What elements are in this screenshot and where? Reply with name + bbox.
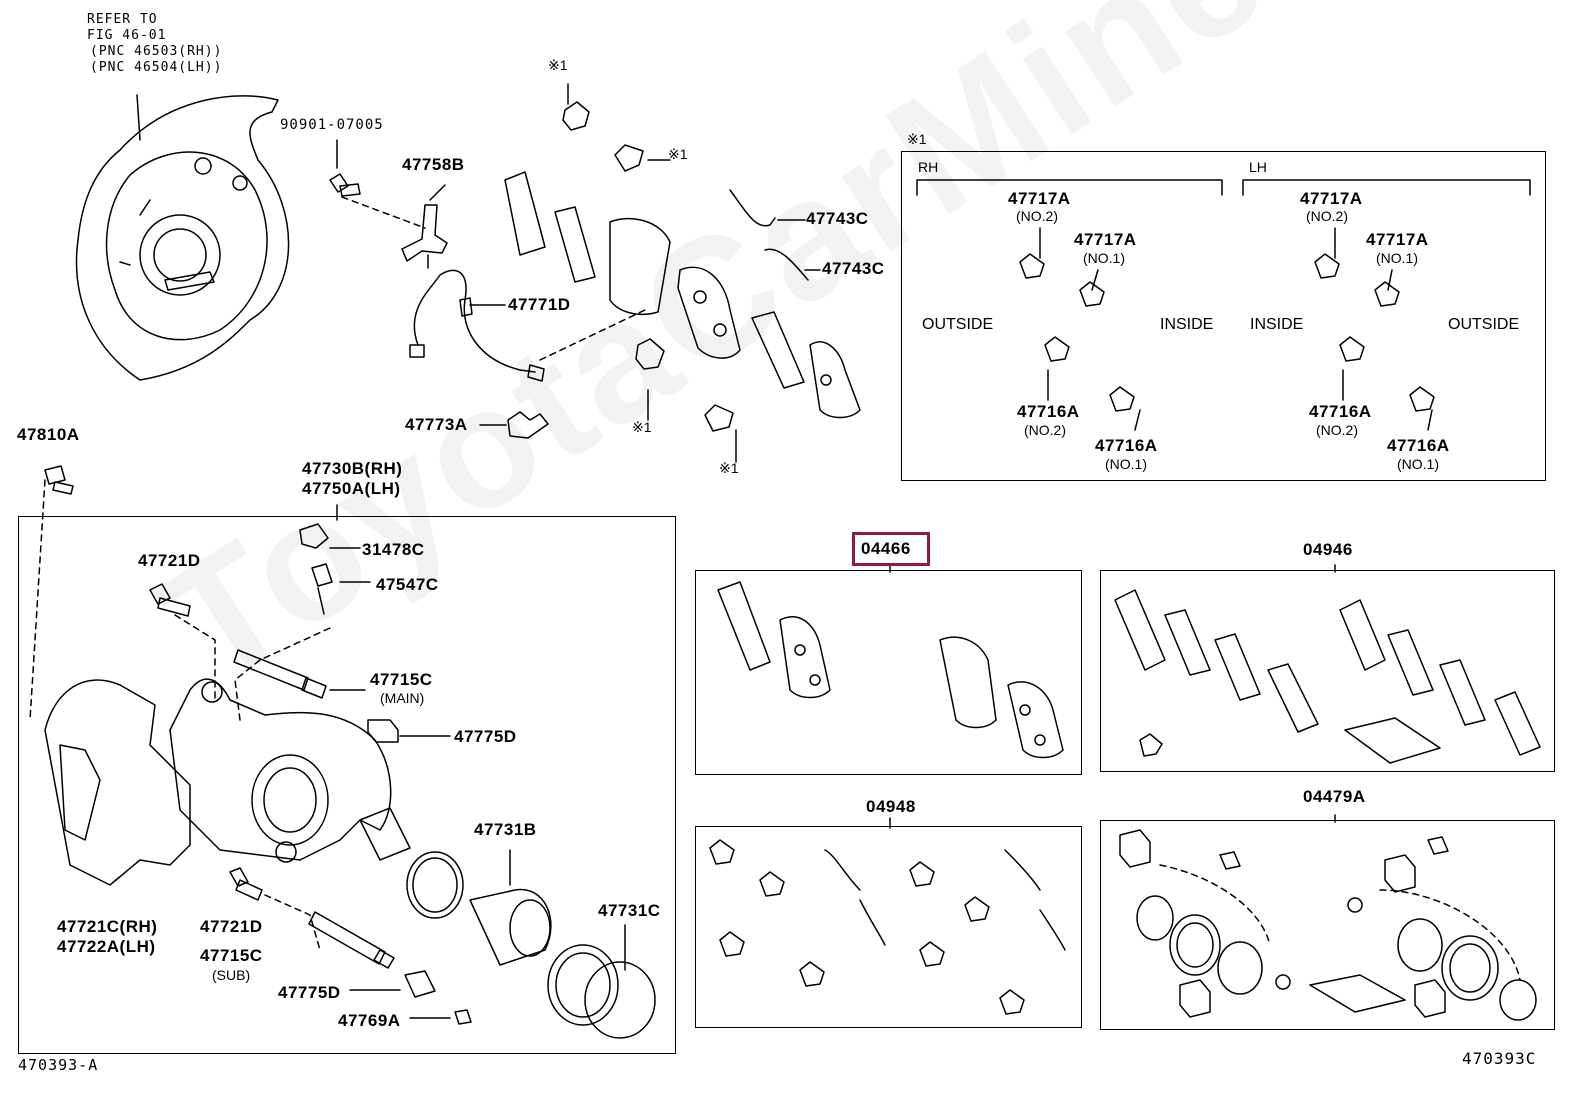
detail-inside-rh: INSIDE [1160,316,1214,333]
footer-right-code: 470393C [1462,1049,1537,1068]
kit-04948-box [695,826,1082,1028]
refer-line-1: REFER TO [87,12,158,27]
part-label-47715c-sub[interactable]: 47715C [200,946,263,965]
part-label-47721d-1[interactable]: 47721D [138,551,201,570]
refer-line-4: (PNC 46504(LH)) [90,60,223,75]
detail-no1-rh-top: (NO.1) [1083,250,1125,266]
caliper-assembly-box [18,516,676,1054]
detail-47717a-lh-no1[interactable]: 47717A [1366,230,1429,249]
footer-left-code: 470393-A [18,1056,99,1074]
asterisk-note-2: ※1 [668,146,688,162]
part-label-47731c[interactable]: 47731C [598,901,661,920]
detail-no2-rh-bottom: (NO.2) [1024,422,1066,438]
asterisk-note-1: ※1 [548,57,568,73]
detail-no1-lh-bottom: (NO.1) [1397,456,1439,472]
part-label-47722a[interactable]: 47722A(LH) [57,937,156,956]
detail-47717a-rh-no2[interactable]: 47717A [1008,189,1071,208]
part-label-47721d-2[interactable]: 47721D [200,917,263,936]
kit-04946-box [1100,570,1555,772]
clip-detail-box [901,151,1546,481]
part-label-47547c[interactable]: 47547C [376,575,439,594]
part-label-47775d-1[interactable]: 47775D [454,727,517,746]
part-label-47721c[interactable]: 47721C(RH) [57,917,158,936]
detail-47717a-rh-no1[interactable]: 47717A [1074,230,1137,249]
detail-no2-lh-top: (NO.2) [1306,208,1348,224]
part-label-47758b[interactable]: 47758B [402,155,465,174]
part-label-47769a[interactable]: 47769A [338,1011,401,1030]
refer-line-3: (PNC 46503(RH)) [90,44,223,59]
detail-inside-lh: INSIDE [1250,316,1304,333]
part-label-47743c-1[interactable]: 47743C [806,209,869,228]
kit-label-04466[interactable]: 04466 [861,539,911,558]
part-label-47715c-main[interactable]: 47715C [370,670,433,689]
detail-lh: LH [1249,159,1267,175]
detail-47717a-lh-no2[interactable]: 47717A [1300,189,1363,208]
part-label-47731b[interactable]: 47731B [474,820,537,839]
detail-title: ※1 [907,131,927,147]
detail-rh: RH [918,159,939,175]
detail-no1-rh-bottom: (NO.1) [1105,456,1147,472]
asterisk-note-3: ※1 [632,419,652,435]
detail-outside-rh: OUTSIDE [922,316,994,333]
detail-47716a-rh-no2[interactable]: 47716A [1017,402,1080,421]
part-label-47750a[interactable]: 47750A(LH) [302,479,401,498]
detail-no2-rh-top: (NO.2) [1016,208,1058,224]
note-sub: (SUB) [212,967,251,983]
detail-47716a-rh-no1[interactable]: 47716A [1095,436,1158,455]
kit-label-04479a[interactable]: 04479A [1303,787,1366,806]
kit-label-04946[interactable]: 04946 [1303,540,1353,559]
backing-plate-drawing [75,94,290,381]
clip-drawing [562,101,590,131]
part-label-47730b[interactable]: 47730B(RH) [302,459,403,478]
highlight-04466 [852,532,930,566]
detail-47716a-lh-no1[interactable]: 47716A [1387,436,1450,455]
brake-pads-drawing [504,171,861,419]
kit-04479a-box [1100,820,1555,1030]
part-label-47775d-2[interactable]: 47775D [278,983,341,1002]
detail-no1-lh-top: (NO.1) [1376,250,1418,266]
part-label-47771d[interactable]: 47771D [508,295,571,314]
part-label-90901-07005[interactable]: 90901-07005 [280,117,384,133]
part-label-47773a[interactable]: 47773A [405,415,468,434]
part-label-31478c[interactable]: 31478C [362,540,425,559]
refer-line-2: FIG 46-01 [87,28,167,43]
note-main: (MAIN) [380,690,425,706]
kit-04466-box [695,570,1082,775]
bolt-drawing [329,173,361,197]
detail-47716a-lh-no2[interactable]: 47716A [1309,402,1372,421]
asterisk-note-4: ※1 [719,460,739,476]
caliper-drawing [44,678,411,886]
part-label-47810a[interactable]: 47810A [17,425,80,444]
kit-label-04948[interactable]: 04948 [866,797,916,816]
part-label-47743c-2[interactable]: 47743C [822,259,885,278]
detail-outside-lh: OUTSIDE [1448,316,1520,333]
detail-no2-lh-bottom: (NO.2) [1316,422,1358,438]
